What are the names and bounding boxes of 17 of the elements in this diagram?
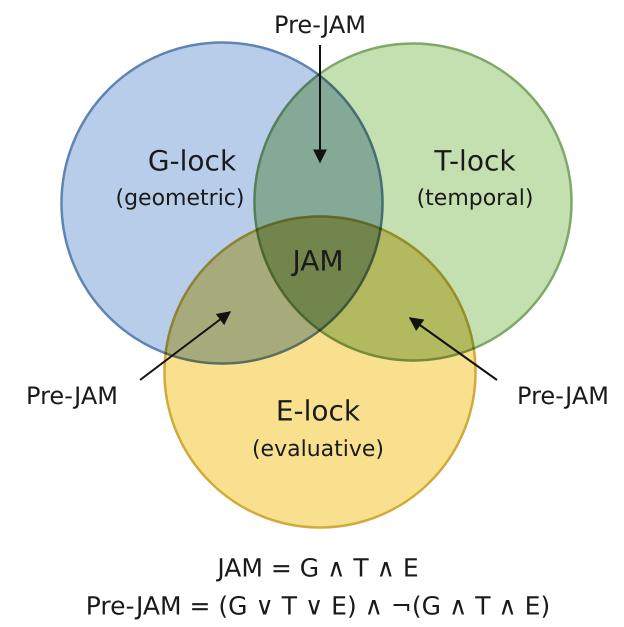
- overlap-region: [255, 215, 476, 362]
- leader-arrow: [408, 317, 498, 381]
- circle-title: E-lock: [276, 396, 360, 428]
- circle-subtitle: (evaluative): [252, 438, 384, 462]
- overlap-region: [164, 215, 382, 365]
- callout-text: Pre-JAM: [26, 382, 118, 410]
- formula: Pre-JAM = (G ∨ T ∨ E) ∧ ¬(G ∧ T ∧ E): [86, 592, 550, 620]
- leader-arrow: [313, 45, 327, 164]
- callout-text: Pre-JAM: [274, 12, 366, 38]
- leader-arrow: [139, 311, 232, 381]
- circle-title: G-lock: [148, 146, 236, 178]
- formula: JAM = G ∧ T ∧ E: [217, 554, 419, 582]
- center-label: JAM: [292, 246, 344, 278]
- circle-subtitle: (temporal): [416, 186, 534, 212]
- circle-title: T-lock: [434, 146, 516, 178]
- callout-text: Pre-JAM: [517, 382, 609, 410]
- circle-subtitle: (geometric): [116, 186, 244, 212]
